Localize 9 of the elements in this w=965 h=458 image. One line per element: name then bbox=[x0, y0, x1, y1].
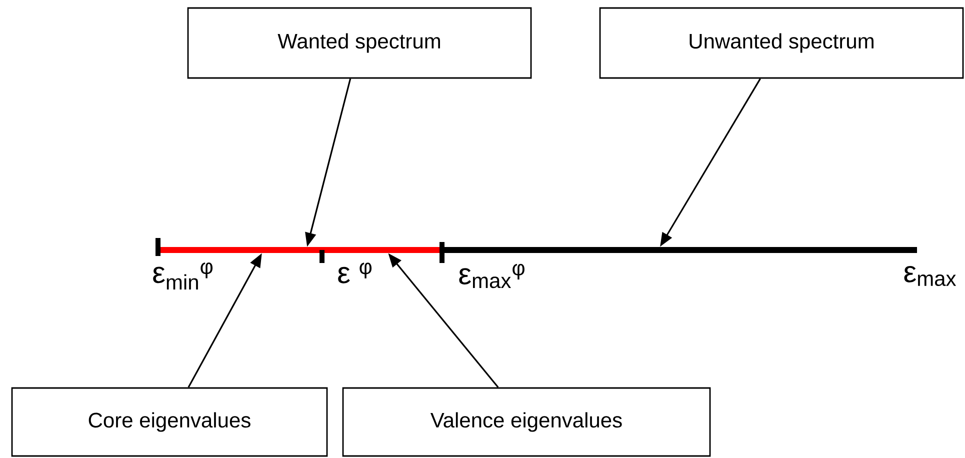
spectrum-bar bbox=[158, 247, 442, 253]
axis-label: ε $^{φ}$ bbox=[338, 262, 372, 284]
label-box: Unwanted spectrum bbox=[599, 7, 964, 79]
label-box: Wanted spectrum bbox=[187, 7, 532, 79]
label-box: Core eigenvalues bbox=[11, 387, 328, 457]
label-box: Valence eigenvalues bbox=[342, 387, 711, 457]
axis-label: ε$_{min}$φ bbox=[153, 262, 213, 290]
axis-label: ε$_{max}$φ bbox=[459, 264, 524, 288]
axis-label: ε$_{max}$ bbox=[904, 266, 956, 286]
